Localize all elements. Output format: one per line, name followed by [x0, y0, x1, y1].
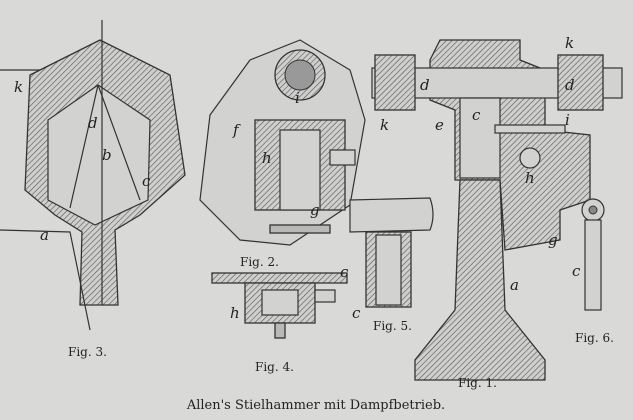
figure-4-title: Fig. 4. — [255, 360, 294, 374]
caption: Allen's Stielhammer mit Dampfbetrieb. — [186, 398, 445, 413]
figure-5: c Fig. 5. — [349, 197, 434, 333]
label-f: f — [232, 121, 241, 139]
label-i: i — [565, 111, 570, 129]
label-h: h — [262, 149, 272, 167]
label-h: h — [525, 169, 535, 187]
figure-5-title: Fig. 5. — [373, 319, 412, 333]
figure-1: k d d k e c i h g a Fig. 1. — [371, 34, 623, 390]
figure-3-title: Fig. 3. — [68, 345, 107, 359]
label-d: d — [88, 114, 98, 132]
label-d: d — [420, 76, 430, 94]
label-k: k — [565, 34, 574, 52]
label-c: c — [572, 262, 581, 280]
label-k: k — [14, 78, 23, 96]
figure-3: k d b c a Fig. 3. — [0, 20, 186, 359]
label-c: c — [142, 172, 151, 190]
label-i: i — [295, 89, 300, 107]
label-g: g — [310, 201, 320, 219]
label-c: c — [352, 304, 361, 322]
figure-2-title: Fig. 2. — [240, 255, 279, 269]
label-g: g — [548, 231, 558, 249]
label-k: k — [380, 116, 389, 134]
label-b: b — [102, 146, 112, 164]
label-a: a — [510, 276, 519, 294]
label-c: c — [340, 263, 349, 281]
label-h: h — [230, 304, 240, 322]
label-c: c — [472, 106, 481, 124]
figure-4: c h Fig. 4. — [211, 263, 349, 374]
figure-1-title: Fig. 1. — [458, 376, 497, 390]
label-e: e — [435, 116, 444, 134]
figure-6: c Fig. 6. — [572, 198, 614, 345]
label-d: d — [565, 76, 575, 94]
figure-6-title: Fig. 6. — [575, 331, 614, 345]
label-a: a — [40, 226, 49, 244]
figure-2: i f h g Fig. 2. — [199, 39, 366, 269]
